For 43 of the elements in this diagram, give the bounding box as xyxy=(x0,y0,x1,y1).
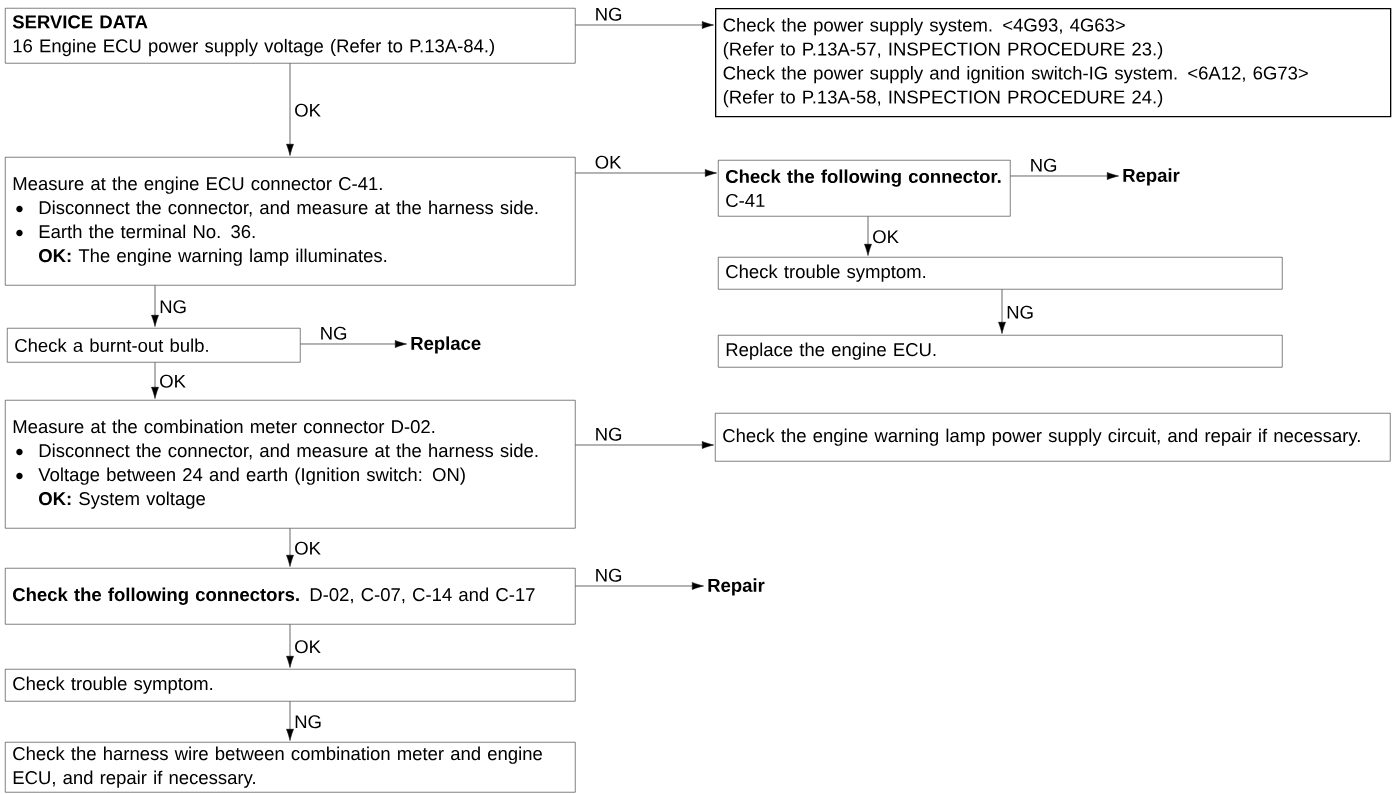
arrow xyxy=(286,701,294,741)
arrow xyxy=(575,441,714,449)
arrow xyxy=(300,340,407,348)
arrow xyxy=(998,289,1006,334)
edge-label: NG xyxy=(596,427,622,441)
edge-label: NG xyxy=(1031,158,1057,172)
edge-label: OK xyxy=(873,230,899,244)
edge-label: NG xyxy=(596,568,622,582)
step-box: Check the following connector. C-41 xyxy=(718,160,1011,217)
arrow xyxy=(286,63,294,156)
step-box: Check the harness wire between combination meter and engine ECU, and repair if necessary. xyxy=(5,742,576,793)
step-box: Measure at the engine ECU connector C-41. Disconnect the connector, and measure at the harness side. Earth the terminal No. 36. OK: The engine warning lamp illuminates. xyxy=(5,157,576,286)
edge-label: OK xyxy=(295,103,321,117)
edge-label: OK xyxy=(160,374,186,388)
edge-label: NG xyxy=(321,326,347,340)
step-box: SERVICE DATA 16 Engine ECU power supply voltage (Refer to P.13A-84.) xyxy=(5,8,576,64)
arrow xyxy=(286,528,294,567)
edge-label: OK xyxy=(295,640,321,654)
edge-label: OK xyxy=(595,155,622,169)
action-text: Repair xyxy=(1123,168,1180,186)
edge-label: NG xyxy=(1007,305,1033,319)
step-box: Check trouble symptom. xyxy=(5,669,576,702)
arrow xyxy=(1010,172,1119,180)
step-box: Check the engine warning lamp power supply circuit, and repair if necessary. xyxy=(715,413,1391,462)
arrow xyxy=(151,285,159,327)
arrow xyxy=(575,582,704,590)
edge-label: NG xyxy=(160,300,186,314)
arrow xyxy=(864,216,872,256)
step-box: Replace the engine ECU. xyxy=(718,335,1283,368)
step-box: Check trouble symptom. xyxy=(718,257,1283,290)
step-box: Check the power supply system. <4G93, 4G63> (Refer to P.13A-57, INSPECTION PROCEDURE 23.) Check the power supply and ignition switch-IG system. <6A12, 6G73> (Refer to P.13A-58, INSPECTION PROCEDURE 24.) xyxy=(715,8,1392,118)
edge-label: NG xyxy=(295,715,321,729)
arrow xyxy=(575,21,714,29)
step-box: Check a burnt-out bulb. xyxy=(7,328,301,363)
action-text: Repair xyxy=(708,578,765,596)
arrow xyxy=(286,624,294,668)
edge-label: NG xyxy=(596,7,622,21)
step-box: Check the following connectors. D-02, C-07, C-14 and C-17 xyxy=(5,568,576,625)
arrow xyxy=(575,169,717,177)
edge-label: OK xyxy=(295,541,321,555)
action-text: Replace xyxy=(411,336,481,354)
arrow xyxy=(151,362,159,399)
step-box: Measure at the combination meter connector D-02. Disconnect the connector, and measure at the harness side. Voltage between 24 and earth (Ignition switch: ON) OK: System voltage xyxy=(5,400,576,529)
